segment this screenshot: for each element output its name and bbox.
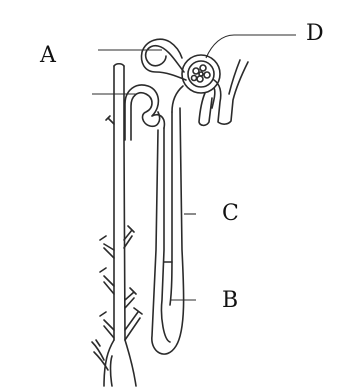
label-a: A <box>40 45 56 67</box>
label-b: B <box>222 290 238 312</box>
label-d: D <box>306 23 324 45</box>
glomerulus <box>192 65 211 82</box>
leader-d <box>206 35 296 58</box>
duct-branches <box>92 116 142 386</box>
label-c: C <box>222 203 239 225</box>
loop-of-henle <box>152 108 184 354</box>
